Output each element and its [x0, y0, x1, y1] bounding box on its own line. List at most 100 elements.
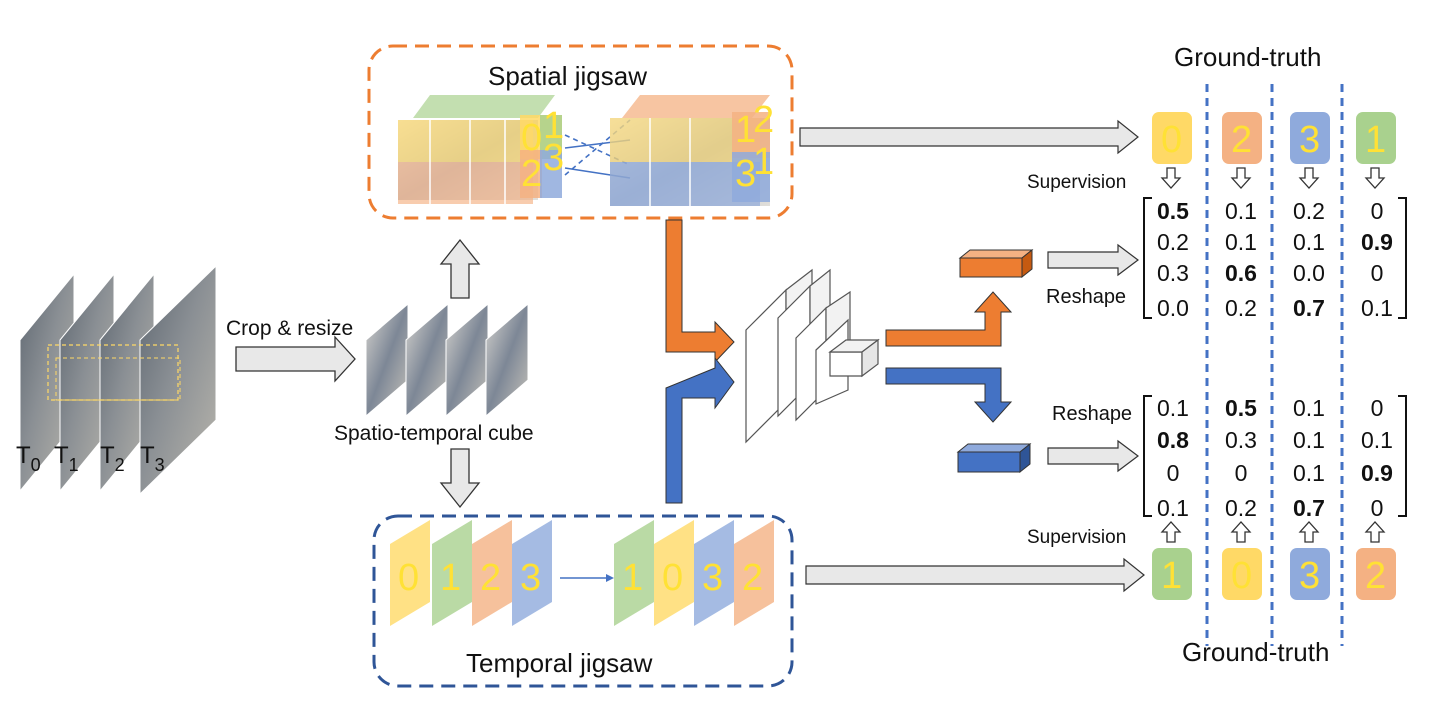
frame-label-t1: T1 — [54, 442, 79, 475]
matrix-bottom-cell: 0.9 — [1361, 460, 1393, 486]
matrix-bottom-cell: 0.1 — [1293, 395, 1325, 421]
ground-truth-bottom-label: Ground-truth — [1182, 637, 1329, 667]
matrix-top-cell: 0.2 — [1293, 198, 1325, 224]
matrix-top-cell: 0.2 — [1225, 295, 1257, 321]
matrix-bottom-cell: 0.1 — [1361, 427, 1393, 453]
temporal-shuffled-frame-2: 3 — [702, 557, 723, 599]
spatial-shuffled-tile-3: 1 — [753, 141, 774, 183]
temporal-shuffled-frame-0: 1 — [622, 557, 643, 599]
matrix-top-cell: 0.0 — [1293, 260, 1325, 286]
matrix-bottom-cell: 0.7 — [1293, 495, 1325, 521]
matrix-top-cell: 0.6 — [1225, 260, 1257, 286]
matrix-top-cell: 0.1 — [1225, 198, 1257, 224]
spatial-jigsaw-box — [367, 44, 794, 220]
reshape-arrow-top — [1047, 243, 1139, 277]
gt-bottom-tile-1: 0 — [1231, 555, 1252, 597]
matrix-bottom-cell: 0.1 — [1293, 427, 1325, 453]
matrix-bottom-brackets — [1143, 395, 1407, 517]
matrix-top-cell: 0.1 — [1361, 295, 1393, 321]
matrix-bottom-cell: 0.1 — [1293, 460, 1325, 486]
frame-label-t2: T2 — [100, 442, 125, 475]
matrix-top-cell: 0.1 — [1293, 229, 1325, 255]
spatial-jigsaw-title: Spatial jigsaw — [488, 61, 647, 91]
spatial-original-cube — [398, 95, 562, 205]
matrix-bottom-cell: 0.5 — [1225, 395, 1257, 421]
matrix-top-cell: 0.5 — [1157, 198, 1189, 224]
temporal-to-gt-arrow — [805, 557, 1145, 593]
temporal-frame-0: 0 — [398, 557, 419, 599]
crop-resize-label: Crop & resize — [226, 317, 353, 340]
frame-labels: T0 T1 T2 T3 — [16, 442, 165, 475]
temporal-shuffled-frame-1: 0 — [662, 557, 683, 599]
blue-output-box — [956, 442, 1032, 474]
network-blocks — [745, 268, 880, 444]
spatial-shuffled-tile-2: 3 — [735, 153, 756, 195]
matrix-top: 0.5 0.1 0.2 0 0.2 0.1 0.1 0.9 0.3 0.6 0.0 0 0.0 0.2 0.… — [1157, 198, 1393, 321]
gt-top-tile-0: 0 — [1161, 119, 1182, 161]
matrix-bottom-cell: 0.1 — [1157, 495, 1189, 521]
matrix-bottom-cell: 0.1 — [1157, 395, 1189, 421]
matrix-top-cell: 0.1 — [1225, 229, 1257, 255]
spatial-tile-2: 2 — [521, 153, 542, 195]
matrix-top-brackets — [1143, 197, 1407, 319]
matrix-bottom-cell: 0.3 — [1225, 427, 1257, 453]
supervision-label-top: Supervision — [1027, 172, 1126, 193]
matrix-top-cell: 0.9 — [1361, 229, 1393, 255]
temporal-jigsaw-title: Temporal jigsaw — [466, 648, 653, 678]
matrix-bottom-cell: 0.8 — [1157, 427, 1189, 453]
spatial-tile-3: 3 — [543, 137, 564, 179]
temporal-frame-1: 1 — [440, 557, 461, 599]
gt-bottom-tile-2: 3 — [1299, 555, 1320, 597]
down-arrow-to-temporal — [439, 448, 481, 509]
column-dividers — [1205, 84, 1344, 646]
supervision-label-bottom: Supervision — [1027, 527, 1126, 548]
matrix-bottom-cell: 0 — [1235, 460, 1248, 486]
network-to-orange-output-arrow — [885, 291, 1013, 347]
gt-top-tile-2: 3 — [1299, 119, 1320, 161]
input-frames — [19, 264, 217, 496]
gt-bottom-tile-3: 2 — [1365, 555, 1386, 597]
reshape-label-top: Reshape — [1046, 286, 1126, 308]
spatial-to-network-arrow — [665, 219, 735, 364]
gt-top-tile-1: 2 — [1231, 119, 1252, 161]
ground-truth-top-label: Ground-truth — [1174, 42, 1321, 72]
matrix-top-cell: 0.7 — [1293, 295, 1325, 321]
crop-resize-arrow — [235, 335, 356, 383]
spatio-temporal-cube — [365, 302, 529, 418]
gt-top-tile-3: 1 — [1365, 119, 1386, 161]
temporal-original-frames — [390, 520, 552, 626]
spatial-tile-1: 1 — [543, 105, 564, 147]
spatial-shuffled-tile-1: 2 — [753, 99, 774, 141]
supervision-arrows-bottom — [1160, 521, 1386, 543]
temporal-jigsaw-box — [372, 514, 794, 688]
reshape-arrow-bottom — [1047, 439, 1139, 473]
up-arrow-to-spatial — [439, 238, 481, 299]
temporal-shuffled-frames — [614, 520, 774, 626]
matrix-top-cell: 0 — [1371, 260, 1384, 286]
spatial-shuffled-tile-0: 1 — [735, 109, 756, 151]
matrix-bottom-cell: 0 — [1371, 495, 1384, 521]
reshape-label-bottom: Reshape — [1052, 403, 1132, 425]
matrix-top-cell: 0.0 — [1157, 295, 1189, 321]
temporal-shuffled-frame-3: 2 — [742, 557, 763, 599]
supervision-arrows-top — [1160, 167, 1386, 189]
matrix-top-cell: 0.3 — [1157, 260, 1189, 286]
temporal-to-network-arrow — [665, 356, 735, 504]
matrix-bottom-cell: 0 — [1371, 395, 1384, 421]
network-to-blue-output-arrow — [885, 367, 1013, 423]
frame-label-t0: T0 — [16, 442, 41, 475]
matrix-top-cell: 0 — [1371, 198, 1384, 224]
cube-label: Spatio-temporal cube — [334, 422, 534, 445]
temporal-frame-2: 2 — [480, 557, 501, 599]
frame-label-t3: T3 — [140, 442, 165, 475]
spatial-tile-0: 0 — [521, 117, 542, 159]
orange-output-box — [958, 248, 1034, 279]
gt-top-tiles — [1152, 112, 1396, 164]
spatial-shuffled-cube — [610, 95, 770, 206]
gt-bottom-tile-0: 1 — [1161, 555, 1182, 597]
matrix-top-cell: 0.2 — [1157, 229, 1189, 255]
temporal-frame-3: 3 — [520, 557, 541, 599]
gt-bottom-tiles — [1152, 548, 1396, 600]
